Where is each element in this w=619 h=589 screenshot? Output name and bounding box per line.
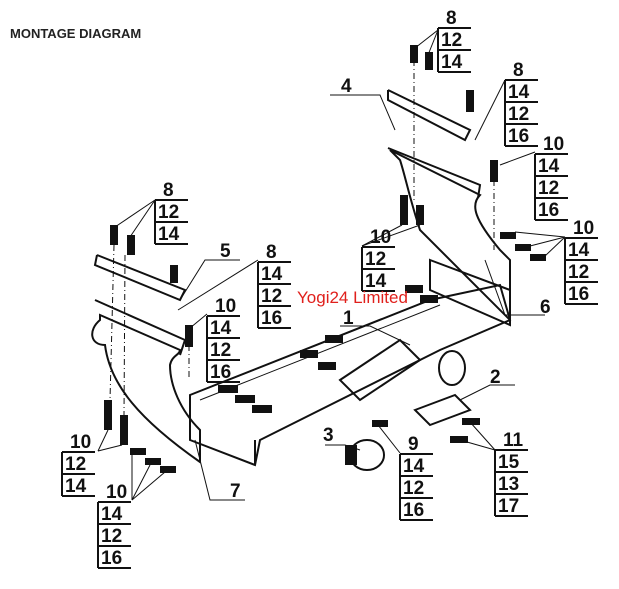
part-label-5: 5 <box>220 241 231 262</box>
assembly-axis-lines <box>109 60 495 416</box>
callout-quantity: 16 <box>538 200 559 221</box>
callout-part-number: 10 <box>106 482 127 503</box>
callout-quantity: 16 <box>210 362 231 383</box>
callout-quantity: 12 <box>441 30 462 51</box>
diagram-title: MONTAGE DIAGRAM <box>10 26 142 41</box>
callout-quantity: 14 <box>538 156 560 177</box>
callout-quantity: 12 <box>158 202 179 223</box>
callout-quantity: 14 <box>261 264 283 285</box>
callout-part-number: 8 <box>513 60 524 81</box>
callout-quantity: 12 <box>210 340 231 361</box>
callout-part-number: 9 <box>408 434 419 455</box>
left-bracket-part-7 <box>91 254 201 464</box>
callout-quantity: 16 <box>403 500 424 521</box>
callout-part-number: 8 <box>266 242 277 263</box>
callout-part-number: 10 <box>215 296 236 317</box>
callout-part-number: 11 <box>503 430 524 451</box>
callout-quantity: 14 <box>158 224 180 245</box>
part-label-4: 4 <box>341 76 352 97</box>
callout-quantity: 16 <box>508 126 529 147</box>
part-label-3: 3 <box>323 425 334 446</box>
part-label-7: 7 <box>230 481 241 502</box>
callout-part-number: 8 <box>163 180 174 201</box>
callout-quantity: 12 <box>365 249 386 270</box>
callout-quantity: 14 <box>403 456 425 477</box>
callout-quantity: 16 <box>261 308 282 329</box>
callout-quantity: 14 <box>101 504 123 525</box>
callout-quantity: 15 <box>498 452 520 473</box>
part-label-6: 6 <box>540 297 551 318</box>
callout-quantity: 12 <box>261 286 282 307</box>
callout-quantity: 12 <box>508 104 529 125</box>
right-bracket-part-6 <box>387 89 511 327</box>
callout-quantity: 16 <box>101 548 122 569</box>
bolts <box>104 45 546 473</box>
tow-ball-part-2 <box>413 350 472 427</box>
callout-quantity: 13 <box>498 474 519 495</box>
callout-quantity: 12 <box>403 478 424 499</box>
callout-quantity: 14 <box>210 318 232 339</box>
callout-quantity: 12 <box>101 526 122 547</box>
callout-quantity: 16 <box>568 284 589 305</box>
callout-part-number: 10 <box>573 218 594 239</box>
watermark: Yogi24 Limited <box>297 288 408 307</box>
callout-quantity: 14 <box>365 271 387 292</box>
callout-quantity: 12 <box>568 262 589 283</box>
callout-quantity: 14 <box>508 82 530 103</box>
callout-quantity: 12 <box>65 454 86 475</box>
callout-quantity: 14 <box>441 52 463 73</box>
crossbar-part-1 <box>189 283 512 467</box>
callout-quantity: 14 <box>65 476 87 497</box>
callout-part-number: 10 <box>543 134 564 155</box>
callout-part-number: 10 <box>70 432 91 453</box>
callout-quantity: 14 <box>568 240 590 261</box>
part-label-1: 1 <box>343 308 354 329</box>
callout-quantity: 17 <box>498 496 519 517</box>
callout-part-number: 10 <box>370 227 391 248</box>
part-label-2: 2 <box>490 367 501 388</box>
callout-quantity: 12 <box>538 178 559 199</box>
socket-part-3 <box>345 439 385 471</box>
callout-part-number: 8 <box>446 8 457 29</box>
leader-lines <box>97 29 566 501</box>
